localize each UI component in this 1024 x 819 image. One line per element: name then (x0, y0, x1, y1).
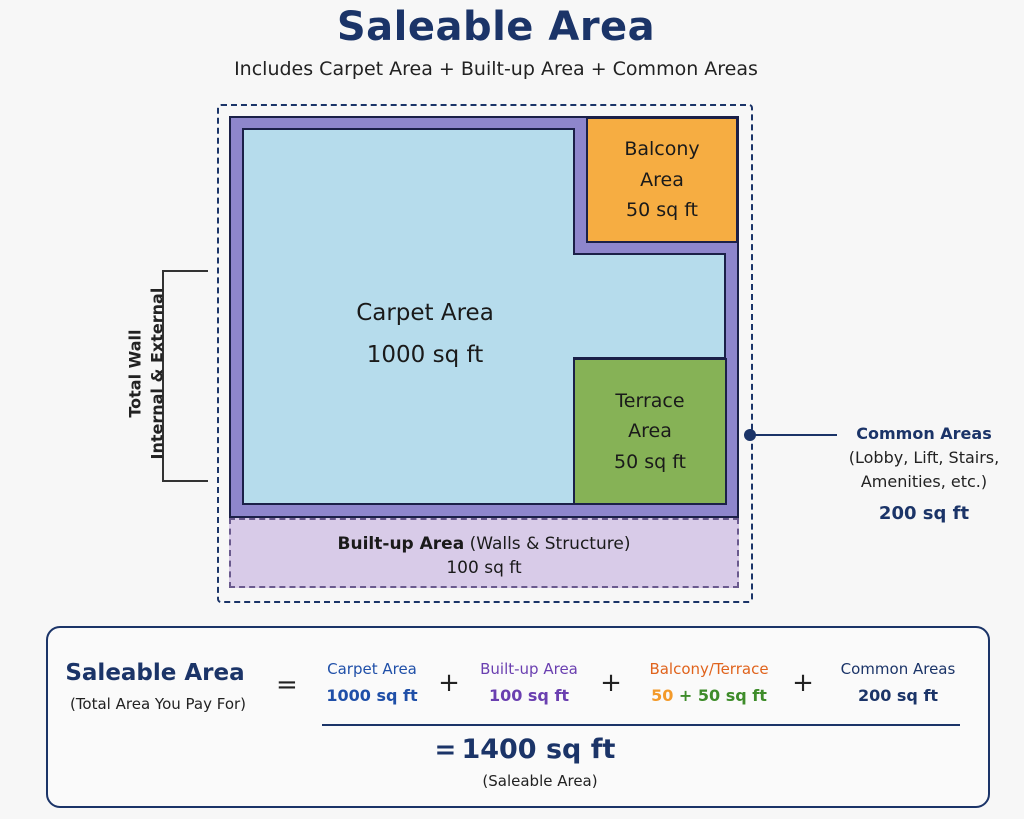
term-balcony-value: 50 (651, 686, 674, 705)
balcony-label-1: Balcony (624, 138, 700, 161)
common-areas-pointer-dot (744, 429, 756, 441)
formula-title: Saleable Area (65, 660, 245, 686)
saleable-area-boundary (217, 104, 753, 603)
terrace-label-2: Area (628, 420, 672, 443)
term-balcony-terrace: Balcony/Terrace 50 + 50 sq ft (632, 660, 786, 705)
formula-subtitle: (Total Area You Pay For) (69, 695, 247, 713)
term-common: Common Areas 200 sq ft (828, 660, 968, 705)
term-builtup-value: 100 sq ft (488, 686, 570, 705)
page-subtitle: Includes Carpet Area + Built-up Area + C… (234, 58, 758, 80)
common-areas-value: 200 sq ft (878, 503, 970, 524)
page-title: Saleable Area (336, 4, 656, 50)
formula-equals: = (276, 670, 298, 700)
formula-plus-2: + (600, 668, 622, 698)
formula-plus-3: + (792, 668, 814, 698)
terrace-area: Terrace Area 50 sq ft (573, 358, 727, 505)
term-common-name: Common Areas (840, 660, 956, 678)
wall-label: Total Wall Internal & External (120, 270, 166, 482)
wall-label-1: Total Wall (125, 329, 145, 418)
carpet-area-value: 1000 sq ft (366, 342, 484, 368)
terrace-value: 50 sq ft (613, 450, 687, 473)
common-areas-desc-1: (Lobby, Lift, Stairs, (848, 448, 1000, 467)
term-carpet-value: 1000 sq ft (326, 686, 418, 705)
term-carpet-name: Carpet Area (327, 660, 417, 678)
term-builtup: Built-up Area 100 sq ft (464, 660, 594, 705)
formula-total: = 1400 sq ft (420, 734, 630, 765)
built-up-value: 100 sq ft (446, 558, 522, 578)
common-areas-pointer-line (755, 434, 837, 436)
balcony-area: Balcony Area 50 sq ft (586, 117, 738, 243)
wall-bracket (162, 270, 208, 482)
term-builtup-name: Built-up Area (480, 660, 578, 678)
formula-total-equals: = (434, 735, 457, 765)
formula-box (46, 626, 990, 808)
formula-divider (322, 724, 960, 726)
common-areas-desc-2: Amenities, etc.) (860, 472, 988, 491)
term-terrace-value: 50 sq ft (697, 686, 767, 705)
common-areas-callout: Common Areas (Lobby, Lift, Stairs, Ameni… (838, 422, 1010, 527)
term-balcony-plus: + (678, 686, 693, 705)
term-common-value: 200 sq ft (857, 686, 939, 705)
carpet-area-name: Carpet Area (356, 300, 494, 326)
formula-total-value: 1400 sq ft (461, 734, 616, 765)
wall-label-2: Internal & External (147, 287, 166, 460)
balcony-value: 50 sq ft (625, 199, 699, 222)
carpet-area-label: Carpet Area 1000 sq ft (300, 300, 550, 368)
built-up-note: (Walls & Structure) (469, 534, 631, 554)
formula-plus-1: + (438, 668, 460, 698)
formula-total-subtitle: (Saleable Area) (482, 772, 598, 790)
balcony-label-2: Area (640, 168, 684, 191)
built-up-area: Built-up Area (Walls & Structure) 100 sq… (229, 518, 739, 588)
term-balcony-terrace-name: Balcony/Terrace (649, 660, 769, 678)
term-carpet: Carpet Area 1000 sq ft (312, 660, 432, 705)
built-up-label: Built-up Area (337, 534, 465, 554)
common-areas-label: Common Areas (856, 424, 992, 443)
terrace-label-1: Terrace (615, 389, 685, 412)
